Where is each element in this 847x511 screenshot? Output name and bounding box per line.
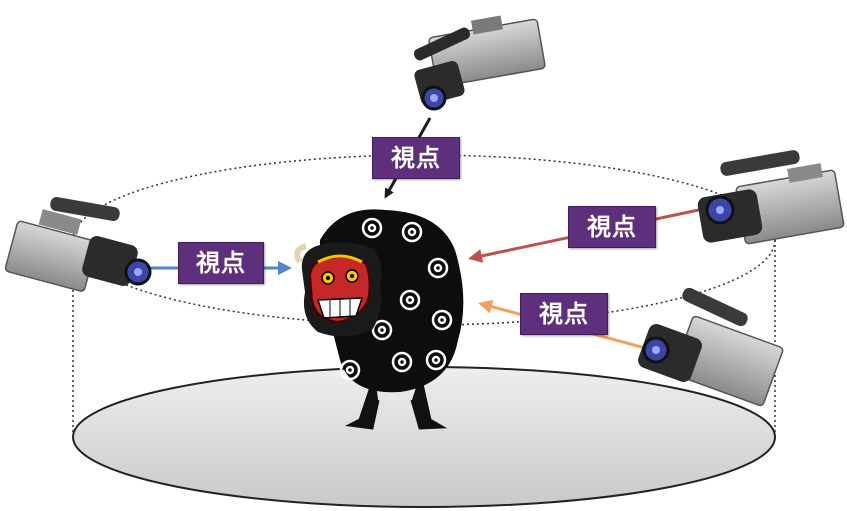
cylinder-top-rim — [72, 154, 776, 326]
video-camera-icon — [697, 150, 845, 245]
viewpoint-label-top: 視点 — [372, 137, 460, 179]
viewpoint-label-left: 視点 — [178, 242, 264, 284]
video-camera-icon — [4, 196, 152, 292]
viewpoint-label-right-lower: 視点 — [520, 293, 608, 335]
viewpoint-label-right-upper: 視点 — [568, 206, 656, 248]
video-camera-icon — [413, 15, 546, 111]
lion-head — [294, 242, 382, 337]
video-camera-icon — [638, 287, 784, 407]
performer-figure — [294, 209, 464, 430]
